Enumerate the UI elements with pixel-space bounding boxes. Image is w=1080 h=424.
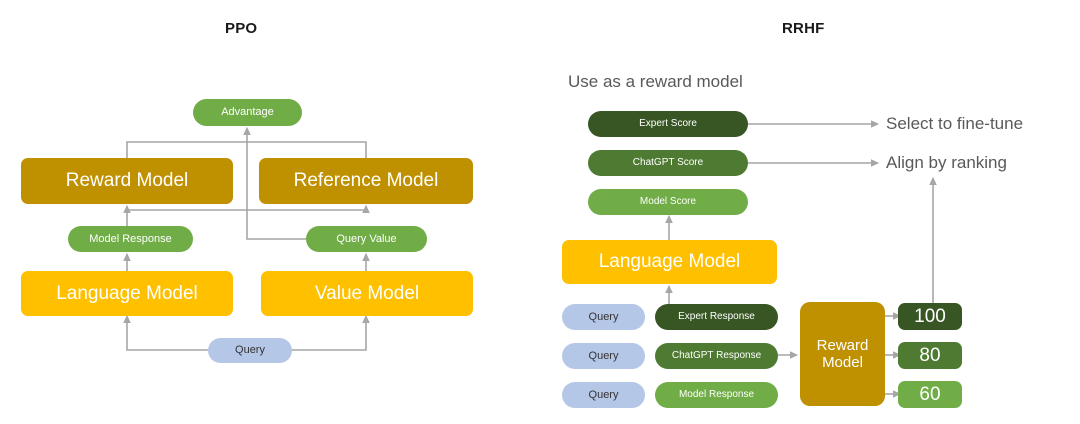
ppo-node-language-model[interactable]: Language Model [21, 271, 233, 316]
rrhf-row-response-chatgpt[interactable]: ChatGPT Response [655, 343, 778, 369]
ppo-panel-title: PPO [225, 20, 258, 37]
rrhf-row-response-expert[interactable]: Expert Response [655, 304, 778, 330]
rrhf-node-model-score[interactable]: Model Score [588, 189, 748, 215]
ppo-node-model-response[interactable]: Model Response [68, 226, 193, 252]
ppo-node-advantage[interactable]: Advantage [193, 99, 302, 126]
wire-query-to-value-model [292, 314, 370, 351]
ppo-node-query[interactable]: Query [208, 338, 292, 363]
wire-model-response-to-reference-model [127, 204, 370, 214]
rrhf-annotation-select-to-fine-tune: Select to fine-tune [886, 114, 1024, 133]
ppo-node-query-value[interactable]: Query Value [306, 226, 427, 252]
ppo-node-reference-model[interactable]: Reference Model [259, 158, 473, 204]
rrhf-node-chatgpt-score[interactable]: ChatGPT Score [588, 150, 748, 176]
rrhf-node-expert-score[interactable]: Expert Score [588, 111, 748, 137]
wire-models-bracket [126, 141, 367, 158]
rrhf-row-response-model[interactable]: Model Response [655, 382, 778, 408]
rrhf-row-query-3[interactable]: Query [562, 382, 645, 408]
rrhf-caption-use-as-reward-model: Use as a reward model [568, 72, 743, 91]
rrhf-annotation-align-by-ranking: Align by ranking [886, 153, 1007, 172]
rrhf-node-language-model[interactable]: Language Model [562, 240, 777, 284]
rrhf-node-reward-model[interactable]: Reward Model [800, 302, 885, 406]
rrhf-reward-model-line-2: Model [822, 354, 863, 371]
ppo-node-value-model[interactable]: Value Model [261, 271, 473, 316]
ppo-node-reward-model[interactable]: Reward Model [21, 158, 233, 204]
rrhf-reward-model-line-1: Reward [816, 336, 869, 354]
rrhf-panel-title: RRHF [782, 20, 825, 37]
rrhf-row-query-1[interactable]: Query [562, 304, 645, 330]
wire-query-to-language-model [123, 314, 208, 351]
rrhf-row-score-60[interactable]: 60 [898, 381, 962, 408]
rrhf-row-query-2[interactable]: Query [562, 343, 645, 369]
rrhf-row-score-100[interactable]: 100 [898, 303, 962, 330]
rrhf-row-score-80[interactable]: 80 [898, 342, 962, 369]
